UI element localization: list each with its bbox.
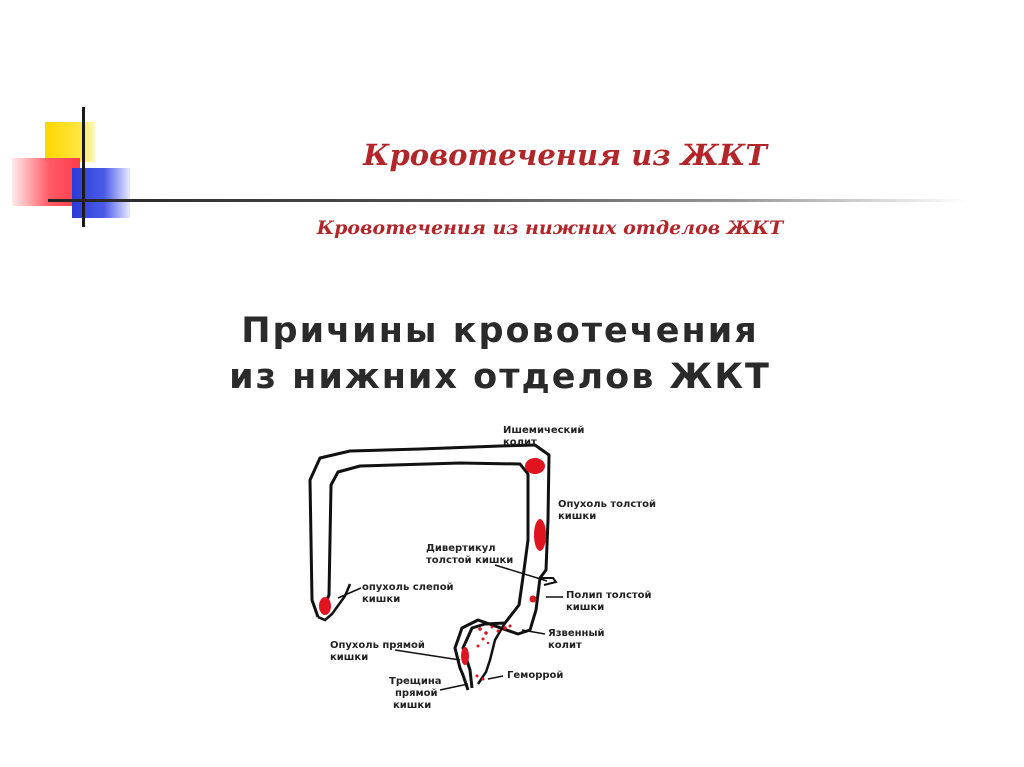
lesion-hemorrhoid [475, 674, 485, 681]
leader-fissure [439, 683, 469, 691]
slide-subtitle: Кровотечения из нижних отделов ЖКТ [316, 217, 784, 239]
label-ischemic-colitis-line1: Ишемический [503, 425, 584, 436]
label-ischemic-colitis-line2: колит [503, 437, 537, 448]
lesion-colon-tumor [534, 519, 546, 551]
label-diverticulum-line2: толстой кишки [426, 555, 513, 566]
label-fissure-line1: Трещина [389, 676, 441, 687]
leader-rectal-tumor [394, 649, 461, 661]
lesion-rectal-tumor [461, 647, 469, 665]
rectum-outline [476, 622, 507, 685]
colon-outer-outline [308, 443, 551, 691]
diagram-heading-line2: из нижних отделов ЖКТ [229, 357, 771, 397]
label-rectal-tumor-line2: кишки [330, 652, 368, 663]
lesion-ischemic-colitis [525, 458, 545, 474]
decor-blue-square [72, 168, 130, 218]
leader-hemorrhoid [487, 675, 504, 680]
decor-yellow-square [45, 122, 95, 162]
label-cecum-tumor-line1: опухоль слепой [362, 582, 454, 593]
diverticulum-pouch [540, 577, 558, 586]
label-hemorrhoid: Геморрой [507, 670, 563, 681]
decor-horizontal-line [48, 199, 968, 202]
label-fissure-line2: прямой [395, 688, 438, 699]
decor-vertical-line [82, 107, 85, 227]
label-ulcerative-colitis-line2: колит [548, 640, 582, 651]
diagram-heading-line1: Причины кровотечения [241, 311, 759, 351]
leader-ulcerative [521, 629, 546, 635]
label-cecum-tumor-line2: кишки [362, 594, 400, 605]
lesion-ulcerative-colitis [476, 624, 512, 648]
label-rectal-tumor-line1: Опухоль прямой [330, 640, 425, 651]
decor-red-square [12, 158, 80, 206]
slide-title: Кровотечения из ЖКТ [363, 138, 767, 172]
label-colon-tumor-line1: Опухоль толстой [558, 499, 656, 510]
leader-diverticulum [494, 564, 548, 582]
label-ulcerative-colitis-line1: Язвенный [548, 628, 605, 639]
label-fissure-line3: кишки [393, 700, 431, 711]
label-polyp-line2: кишки [566, 602, 604, 613]
lesion-polyp [529, 595, 537, 603]
colon-inner-outline [321, 461, 530, 689]
label-diverticulum-line1: Дивертикул [426, 543, 496, 554]
cecum-outline [317, 583, 352, 622]
label-colon-tumor-line2: кишки [558, 511, 596, 522]
leader-cecum-tumor [337, 587, 362, 599]
lesion-cecum-tumor [319, 597, 331, 615]
diagram-heading: Причины кровотечения из нижних отделов Ж… [140, 308, 860, 400]
label-polyp-line1: Полип толстой [566, 590, 652, 601]
